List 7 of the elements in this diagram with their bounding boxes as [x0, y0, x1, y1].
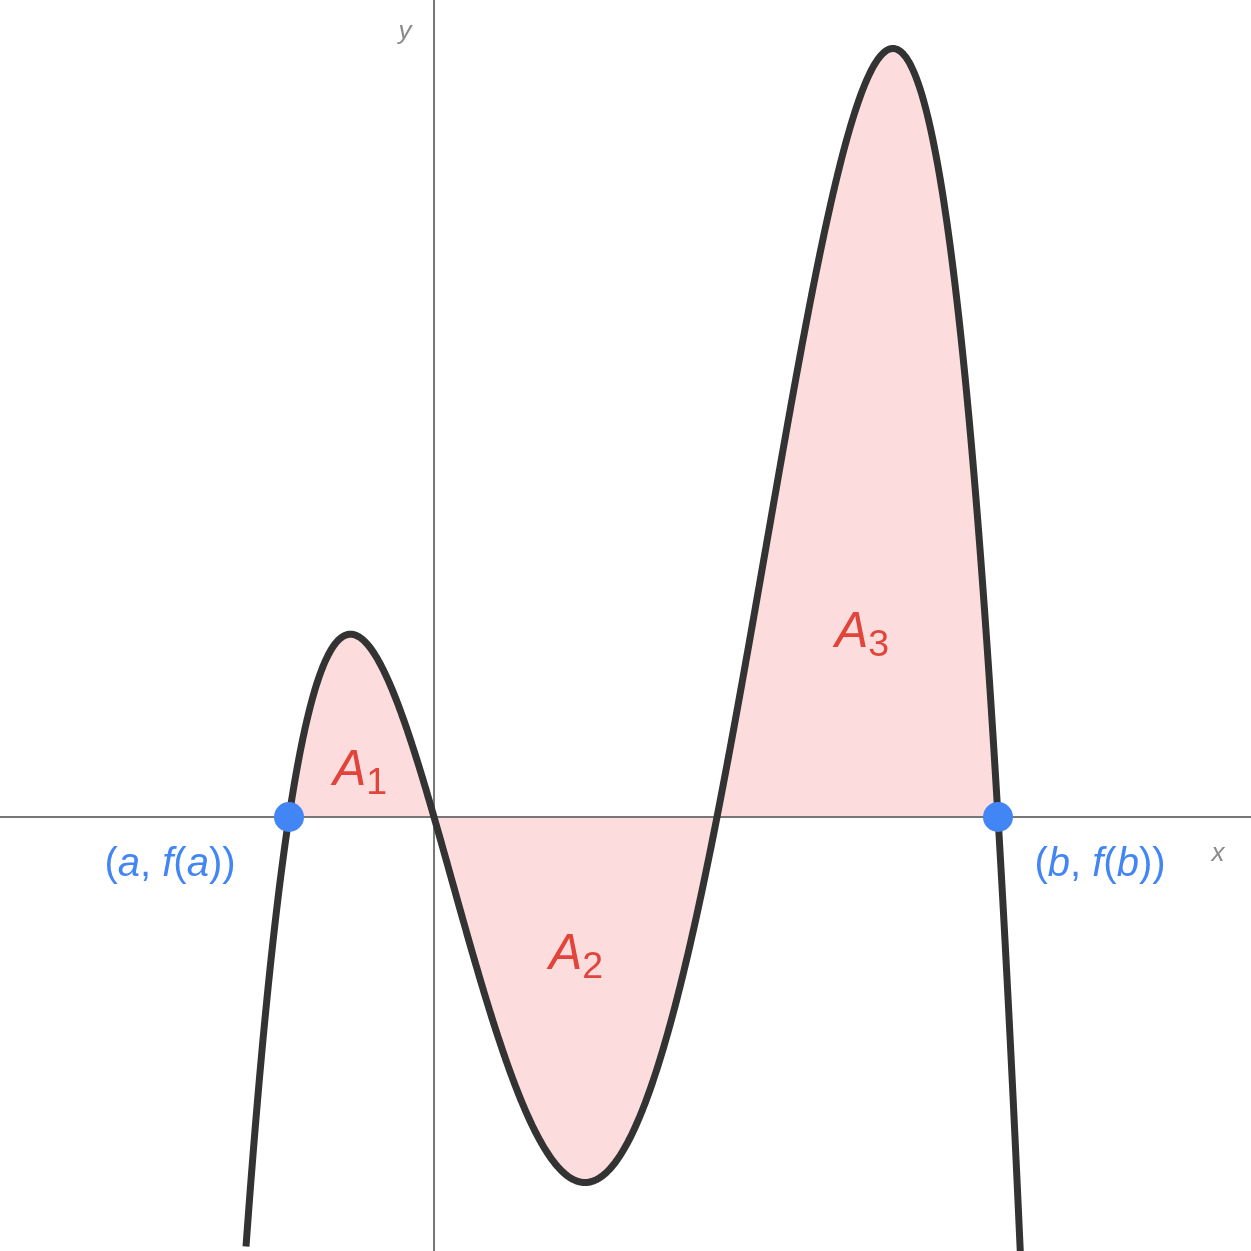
area-label: A$_{2}$: [548, 927, 604, 977]
point-label: (b, f(b)): [1034, 842, 1166, 882]
area-label: A$_{3}$: [834, 605, 890, 655]
point-label: (a, f(a)): [104, 842, 236, 882]
area-label: A$_{1}$: [332, 743, 388, 793]
axis-label: x: [1211, 839, 1225, 865]
axis-label: y: [398, 17, 412, 43]
